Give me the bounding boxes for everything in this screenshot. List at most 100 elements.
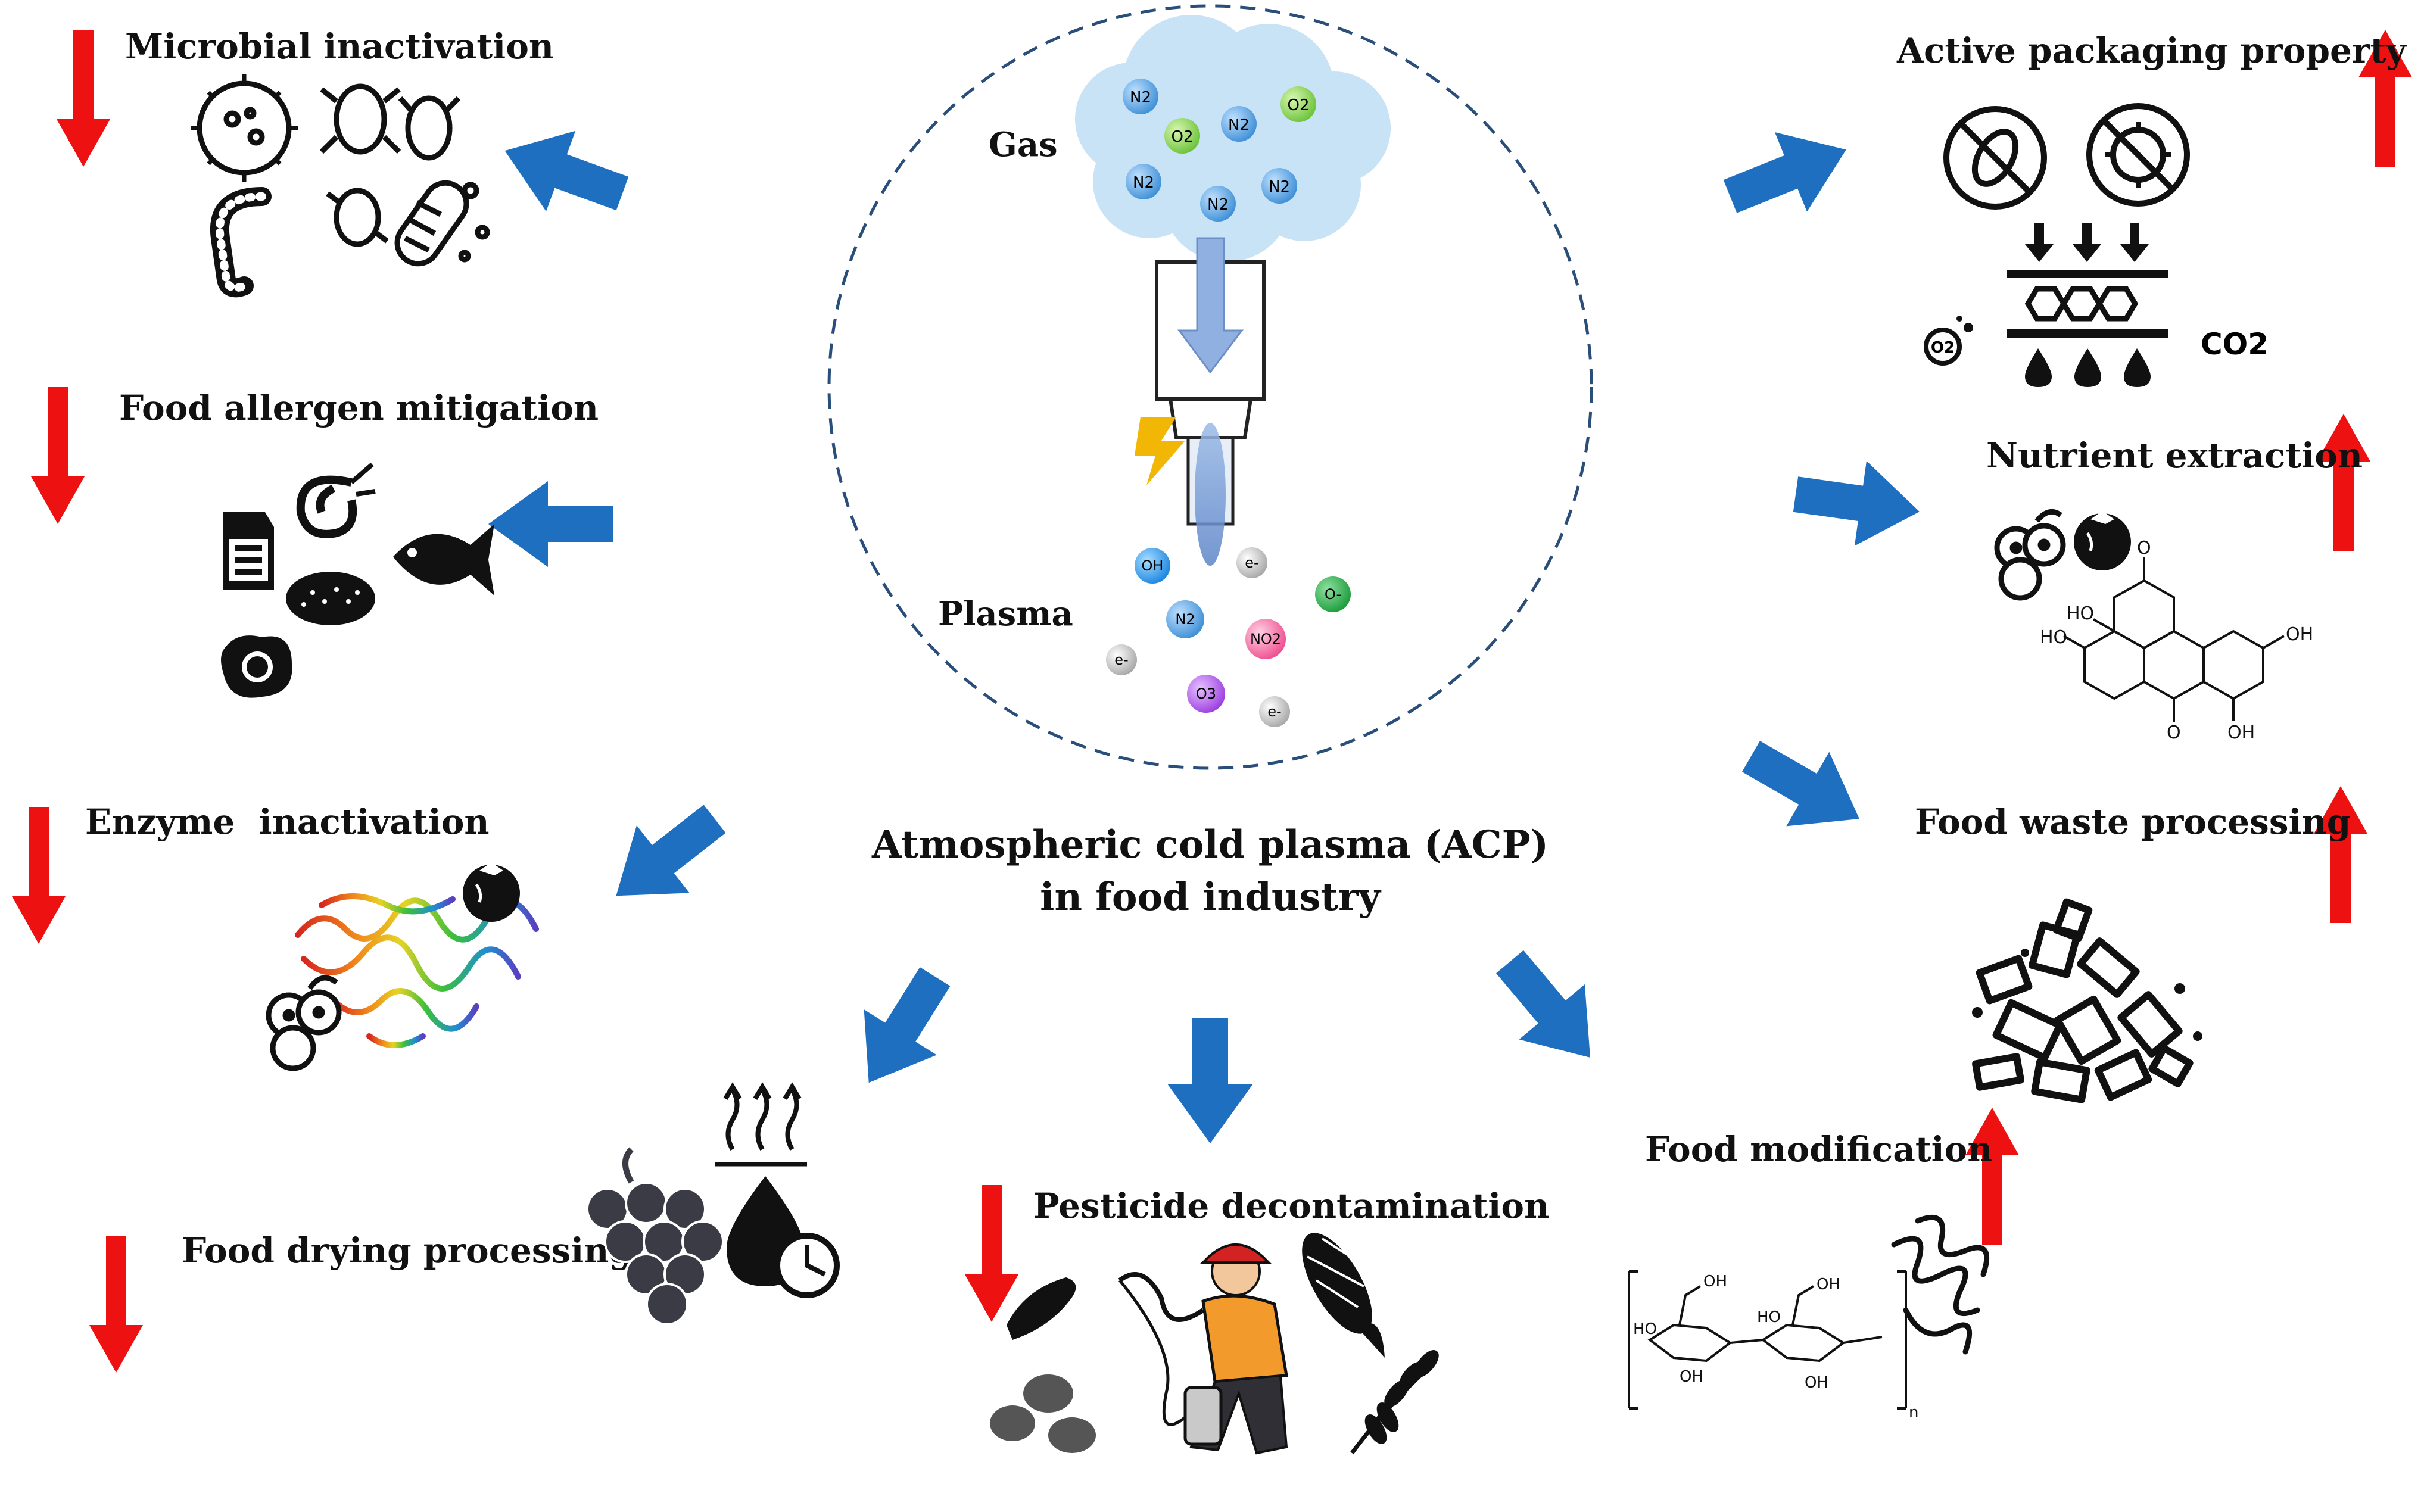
co2-label: CO2: [2201, 327, 2269, 361]
farmer-spraying-icon: [1118, 1243, 1288, 1455]
svg-text:O2: O2: [1931, 339, 1955, 357]
packaging-film-icon: [2007, 270, 2168, 338]
label-food-drying-processing: Food drying processing: [182, 1230, 633, 1271]
arrow-to-packaging: [1723, 132, 1846, 213]
svg-text:O-: O-: [1325, 586, 1341, 603]
plasma-label: Plasma: [938, 594, 1073, 634]
soybean-icon: [990, 1277, 1096, 1453]
lightning-icon: [1135, 417, 1185, 485]
label-enzyme-inactivation: Enzyme inactivation: [85, 802, 490, 842]
heat-waves-icon: [715, 1082, 807, 1167]
plasma-species-item: e-: [1236, 547, 1267, 578]
svg-text:OH: OH: [1703, 1273, 1727, 1290]
enzyme-protein-icon: [266, 862, 539, 1071]
berries-icon: [1994, 509, 2066, 601]
gas-cloud: [1075, 15, 1391, 262]
svg-text:n: n: [1909, 1404, 1918, 1421]
svg-text:O: O: [2137, 538, 2151, 559]
label-pesticide-decontamination: Pesticide decontamination: [1033, 1186, 1549, 1226]
decrease-arrow-enzyme: [12, 807, 66, 944]
svg-text:HO: HO: [2040, 627, 2067, 648]
svg-text:N2: N2: [1133, 174, 1154, 192]
barrier-arrows: [2025, 223, 2149, 262]
plasma-species-item: N2: [1166, 600, 1204, 638]
svg-text:e-: e-: [1114, 651, 1128, 668]
svg-text:e-: e-: [1245, 554, 1258, 571]
plasma-species-item: NO2: [1245, 619, 1286, 659]
gas-molecule: N2: [1261, 168, 1297, 204]
ellagic-acid-structure: O O HO HO OH OH: [2040, 538, 2313, 743]
svg-text:N2: N2: [1269, 178, 1290, 196]
svg-text:O2: O2: [1287, 96, 1309, 114]
svg-text:HO: HO: [1633, 1320, 1657, 1338]
food-waste-pile-icon: [1972, 898, 2202, 1103]
diagram-title-line1: Atmospheric cold plasma (ACP): [871, 822, 1549, 867]
label-active-packaging-property: Active packaging property: [1896, 30, 2407, 71]
protein-helix-icon: [1891, 1214, 1990, 1355]
svg-text:O3: O3: [1196, 685, 1216, 702]
gas-flow-arrow: [1177, 237, 1244, 374]
svg-text:OH: OH: [1805, 1374, 1828, 1392]
blue-arrows: [488, 130, 1920, 1143]
svg-text:OH: OH: [2286, 624, 2313, 645]
center-panel: Gas N2 O2 N2 O2 N2 N2 N2 Plasma OH e- O-…: [827, 4, 1593, 919]
svg-text:OH: OH: [1142, 557, 1164, 574]
svg-text:HO: HO: [2067, 603, 2094, 624]
increase-arrow-nutrient: [2317, 414, 2370, 551]
svg-text:HO: HO: [1757, 1308, 1781, 1326]
svg-text:N2: N2: [1207, 196, 1229, 214]
tomato-icon: [2074, 511, 2131, 570]
arrow-to-allergen: [488, 481, 613, 567]
gas-label: Gas: [989, 125, 1058, 164]
water-drops-icon: [2025, 348, 2151, 387]
label-food-allergen-mitigation: Food allergen mitigation: [119, 388, 599, 428]
arrow-to-pesticide: [1167, 1018, 1253, 1143]
corn-icon: [1302, 1233, 1385, 1358]
milk-carton-icon: [223, 512, 274, 590]
svg-text:OH: OH: [2227, 722, 2255, 743]
arrow-to-microbial: [504, 130, 629, 212]
allergen-foods-icon: [221, 462, 494, 698]
svg-text:N2: N2: [1130, 89, 1151, 107]
egg-icon: [221, 635, 292, 698]
svg-text:NO2: NO2: [1250, 631, 1281, 647]
plasma-species-item: e-: [1259, 696, 1290, 727]
plasma-species: OH e- O- N2 NO2 e- O3 e-: [1106, 547, 1351, 727]
arrow-to-nutrient: [1793, 461, 1920, 546]
svg-text:N2: N2: [1228, 116, 1250, 134]
polysaccharide-structure: OH HO OH HO OH OH n: [1628, 1270, 1918, 1421]
diagram-title-line2: in food industry: [1040, 875, 1382, 919]
increase-arrow-packaging: [2358, 30, 2412, 167]
gas-molecule: N2: [1200, 186, 1236, 222]
red-arrows: [12, 30, 2412, 1373]
label-food-waste-processing: Food waste processing: [1915, 802, 2351, 842]
arrow-to-drying: [864, 967, 951, 1083]
pesticide-icons: [990, 1233, 1439, 1455]
fish-icon: [393, 524, 494, 596]
gas-molecule: N2: [1221, 106, 1257, 142]
active-packaging-icons: O2 CO2: [1924, 103, 2269, 387]
decrease-arrow-drying: [89, 1236, 143, 1373]
application-labels: Microbial inactivation Food allergen mit…: [85, 26, 2407, 1271]
svg-text:O: O: [2167, 722, 2181, 743]
berries-icon: [266, 975, 342, 1071]
increase-arrow-modification: [1965, 1108, 2019, 1245]
drying-icons: [586, 1082, 840, 1326]
grapes-icon: [586, 1147, 724, 1326]
label-microbial-inactivation: Microbial inactivation: [125, 26, 554, 67]
nutrient-icons: O O HO HO OH OH: [1994, 509, 2313, 743]
svg-text:OH: OH: [1817, 1276, 1840, 1293]
increase-arrow-waste: [2314, 786, 2367, 923]
gas-molecule: N2: [1126, 164, 1161, 199]
svg-text:N2: N2: [1175, 611, 1195, 628]
gas-molecules: N2 O2 N2 O2 N2 N2 N2: [1123, 79, 1316, 222]
arrow-to-waste: [1742, 741, 1859, 827]
arrow-to-modification: [1496, 950, 1590, 1058]
drop-timer-icon: [727, 1176, 840, 1298]
oxygen-icon: O2: [1924, 316, 1973, 366]
no-virus-icon: [2086, 103, 2190, 207]
svg-text:O2: O2: [1171, 128, 1193, 146]
shrimp-icon: [296, 462, 376, 538]
label-food-modification: Food modification: [1645, 1129, 1993, 1170]
